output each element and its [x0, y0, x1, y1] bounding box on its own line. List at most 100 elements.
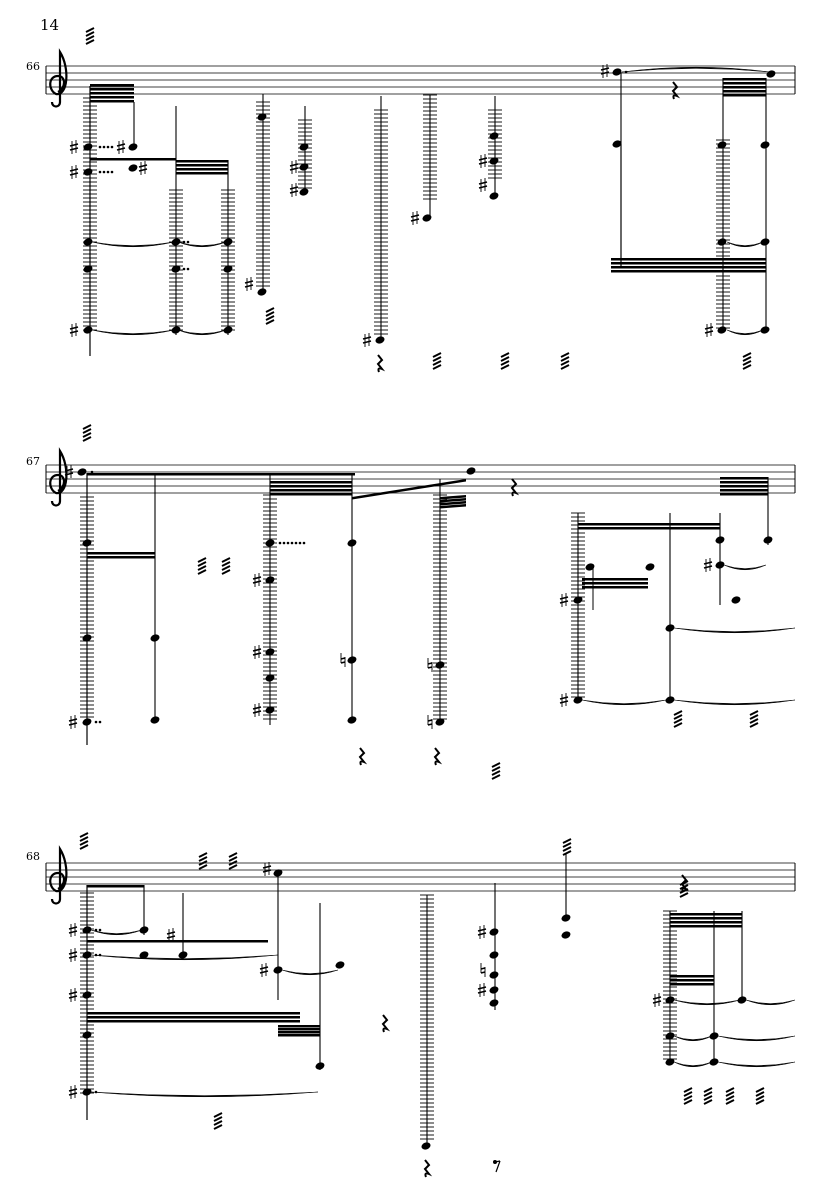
natural-sign — [340, 657, 346, 660]
beam — [611, 258, 766, 261]
tremolo-stroke — [432, 364, 442, 370]
sharp-sign — [64, 472, 74, 476]
quarter-rest — [423, 1159, 433, 1178]
beam — [670, 983, 714, 986]
sharp-sign — [68, 930, 78, 934]
augmentation-dot — [282, 541, 286, 545]
augmentation-dot — [110, 170, 114, 174]
augmentation-dot — [98, 170, 102, 174]
beam — [270, 485, 352, 488]
beam — [87, 473, 355, 476]
page-number: 14 — [40, 16, 60, 34]
sharp-sign — [68, 718, 78, 722]
notehead — [83, 143, 93, 151]
beam — [582, 578, 648, 581]
augmentation-dot — [106, 170, 110, 174]
beam — [87, 552, 155, 555]
notehead — [171, 326, 181, 334]
tremolo-stroke — [82, 432, 92, 438]
notehead — [128, 143, 138, 151]
tremolo-stroke — [683, 1087, 693, 1093]
sharp-sign — [559, 700, 569, 704]
augmentation-dot — [182, 240, 186, 244]
tremolo-stroke — [228, 860, 238, 866]
measure-number-66: 66 — [26, 60, 40, 73]
tremolo-stroke — [265, 319, 275, 325]
notehead — [83, 326, 93, 334]
quarter-rest — [376, 354, 386, 373]
tremolo-stroke — [85, 27, 95, 33]
natural-sign — [340, 661, 346, 664]
notehead — [82, 718, 92, 726]
augmentation-dot — [186, 240, 190, 244]
notehead — [83, 265, 93, 273]
tremolo-stroke — [560, 352, 570, 358]
beam — [611, 262, 766, 265]
notehead — [737, 996, 747, 1004]
notehead — [561, 914, 571, 922]
tremolo-stroke — [221, 569, 231, 575]
tremolo-stroke — [683, 1099, 693, 1105]
tremolo-stroke — [79, 836, 89, 842]
augmentation-dot — [94, 953, 98, 957]
notehead — [82, 991, 92, 999]
beam — [440, 498, 466, 503]
tie — [621, 66, 771, 73]
tremolo-stroke — [491, 774, 501, 780]
tremolo-stroke — [197, 557, 207, 563]
sharp-sign — [362, 340, 372, 344]
notehead — [223, 265, 233, 273]
notehead — [347, 716, 357, 724]
tremolo-stroke — [221, 561, 231, 567]
treble-clef — [49, 48, 68, 108]
notehead — [265, 539, 275, 547]
beam — [720, 493, 768, 496]
augmentation-dot — [94, 720, 98, 724]
augmentation-dot — [98, 720, 102, 724]
augmentation-dot — [624, 70, 628, 74]
natural-sign — [480, 967, 486, 970]
notehead — [82, 634, 92, 642]
notehead — [665, 1058, 675, 1066]
sharp-sign — [478, 181, 488, 185]
notehead — [299, 188, 309, 196]
sharp-sign — [262, 865, 272, 869]
notehead — [717, 141, 727, 149]
beam — [270, 481, 352, 484]
notehead — [299, 163, 309, 171]
tremolo-stroke — [228, 852, 238, 858]
natural-sign — [427, 719, 433, 722]
tie — [726, 329, 764, 336]
notehead — [665, 696, 675, 704]
notehead — [489, 928, 499, 936]
beam — [87, 1012, 300, 1015]
tremolo-stroke — [197, 565, 207, 571]
tremolo-stroke — [197, 569, 207, 575]
beam — [670, 975, 714, 978]
sharp-sign — [166, 935, 176, 939]
tremolo-stroke — [755, 1091, 765, 1097]
sharp-sign — [362, 336, 372, 340]
tremolo-stroke — [491, 766, 501, 772]
notehead — [315, 1062, 325, 1070]
beam — [176, 160, 228, 163]
sharp-sign — [477, 932, 487, 936]
beam — [670, 979, 714, 982]
sharp-sign — [138, 168, 148, 172]
augmentation-dot — [286, 541, 290, 545]
notehead — [82, 1031, 92, 1039]
beam — [670, 913, 742, 916]
sharp-sign — [68, 951, 78, 955]
tie — [673, 1061, 713, 1068]
beam — [278, 1034, 320, 1037]
notehead — [139, 926, 149, 934]
augmentation-dot — [98, 145, 102, 149]
tremolo-stroke — [725, 1099, 735, 1105]
sharp-sign — [559, 596, 569, 600]
notehead — [489, 192, 499, 200]
notehead — [715, 536, 725, 544]
tie — [90, 954, 279, 961]
notehead — [83, 238, 93, 246]
tremolo-stroke — [221, 565, 231, 571]
